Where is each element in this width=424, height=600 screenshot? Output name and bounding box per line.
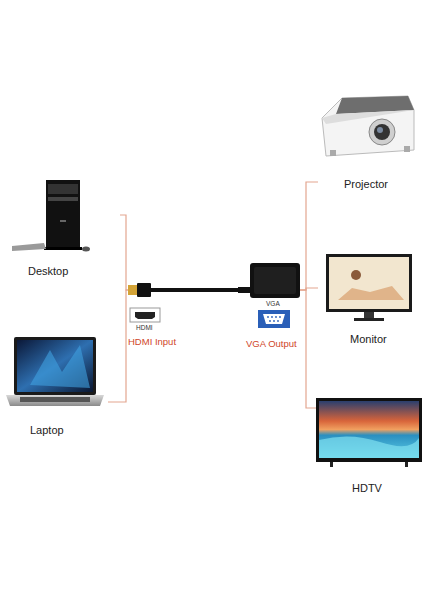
bracket-line (300, 290, 316, 408)
hdmi-port-icon (130, 308, 160, 322)
bracket-line (300, 182, 318, 290)
projector-illustration (322, 96, 414, 156)
device-box: Monitor (318, 250, 420, 350)
port-box: HDMI HDMI Input (128, 280, 200, 352)
device-box: Projector (318, 92, 420, 196)
port-label: HDMI Input (128, 337, 176, 347)
device-box: HDTV (316, 396, 422, 497)
monitor-illustration (326, 254, 412, 321)
port-name: VGA (266, 300, 280, 307)
laptop-illustration (6, 337, 104, 406)
port-label: VGA Output (246, 339, 297, 349)
port-box: VGA VGA Output (245, 262, 300, 352)
device-box: Desktop (8, 176, 120, 280)
port-name: HDMI (136, 324, 153, 331)
bracket-line (108, 290, 128, 402)
hdmi-cable (128, 283, 200, 297)
hdtv-illustration (316, 398, 422, 467)
cable-line (200, 288, 245, 292)
device-label: Monitor (350, 333, 387, 345)
device-label: Projector (344, 178, 388, 190)
device-label: Desktop (28, 265, 68, 277)
adapter-body (238, 263, 300, 298)
desktop-illustration (12, 180, 90, 252)
bracket-line (120, 215, 128, 290)
vga-port-icon (258, 310, 290, 328)
device-label: HDTV (352, 482, 382, 494)
device-label: Laptop (30, 424, 64, 436)
device-box: Laptop (4, 334, 108, 439)
